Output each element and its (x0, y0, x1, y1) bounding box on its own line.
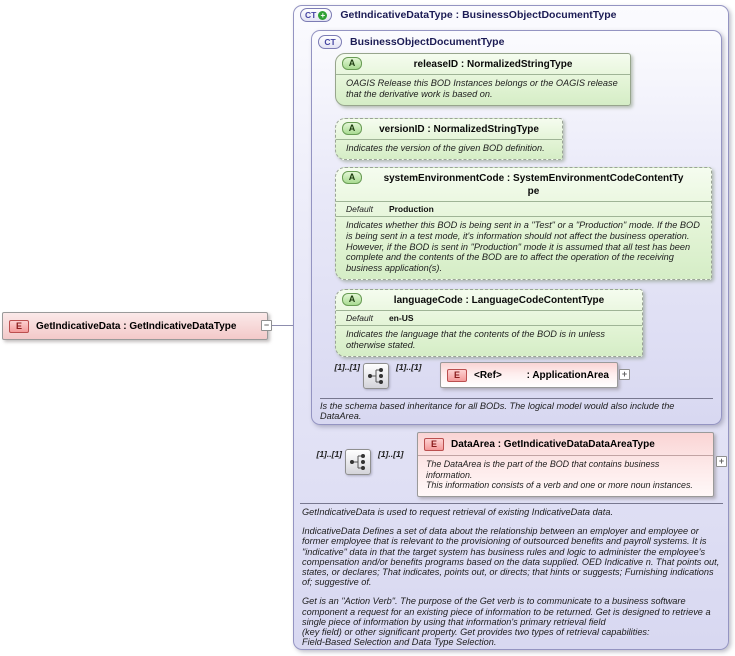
extension-plus-icon: + (318, 10, 328, 20)
attribute-doc: OAGIS Release this BOD Instances belongs… (346, 78, 618, 99)
base-type-doc-separator (320, 398, 713, 399)
attribute-icon: A (342, 293, 362, 306)
applicationarea-ref-box[interactable]: E <Ref> : ApplicationArea (440, 362, 618, 388)
default-value: Production (388, 204, 434, 214)
collapse-toggle[interactable]: − (261, 320, 272, 331)
attribute-doc: Indicates whether this BOD is being sent… (346, 220, 700, 274)
doc-paragraph: IndicativeData Defines a set of data abo… (302, 526, 720, 588)
element-icon: E (424, 438, 444, 451)
attribute-doc: Indicates the language that the contents… (346, 329, 605, 350)
sequence-icon[interactable] (363, 363, 389, 389)
cardinality-label: [1]..[1] (316, 449, 343, 459)
doc-paragraph: GetIndicativeData is used to request ret… (302, 507, 614, 517)
expand-toggle-dataarea[interactable]: + (716, 456, 727, 467)
sequence-glyph (350, 454, 365, 470)
complex-type-icon: CT (318, 35, 342, 49)
cardinality-label: [1]..[1] (396, 362, 422, 372)
default-value: en-US (388, 313, 414, 323)
connector-root-to-type (272, 325, 293, 326)
doc-paragraph: Get is an "Action Verb". The purpose of … (302, 596, 711, 648)
dataarea-title: DataArea : GetIndicativeDataDataAreaType (451, 439, 655, 450)
main-type-docs: GetIndicativeData is used to request ret… (302, 507, 723, 656)
expand-toggle-applicationarea[interactable]: + (619, 369, 630, 380)
default-label: Default (346, 313, 373, 323)
base-type-title: BusinessObjectDocumentType (350, 36, 505, 48)
dataarea-header: E DataArea : GetIndicativeDataDataAreaTy… (418, 433, 713, 456)
attribute-default-row: Default en-US (336, 311, 642, 326)
ct-label: CT (324, 37, 336, 47)
attribute-doc: Indicates the version of the given BOD d… (346, 143, 545, 153)
cardinality-label: [1]..[1] (334, 362, 361, 372)
attribute-icon: A (342, 57, 362, 70)
dataarea-element-box[interactable]: E DataArea : GetIndicativeDataDataAreaTy… (417, 432, 714, 497)
main-type-doc-separator (300, 503, 723, 504)
sequence-icon[interactable] (345, 449, 371, 475)
main-type-title: GetIndicativeDataType : BusinessObjectDo… (340, 9, 617, 21)
complex-type-extension-icon: CT + (300, 8, 333, 22)
attribute-default-row: Default Production (336, 202, 711, 217)
base-type-header: CT BusinessObjectDocumentType (318, 35, 504, 49)
root-element-box[interactable]: E GetIndicativeData : GetIndicativeDataT… (2, 312, 268, 340)
ref-element-type: : ApplicationArea (526, 369, 609, 381)
ref-element-name: <Ref> (474, 369, 502, 381)
default-label: Default (346, 204, 373, 214)
attribute-icon: A (342, 122, 362, 135)
sequence-glyph (368, 368, 383, 384)
element-icon: E (447, 368, 467, 382)
dataarea-doc: The DataArea is the part of the BOD that… (426, 459, 693, 490)
base-type-doc: Is the schema based inheritance for all … (320, 401, 675, 422)
root-element-label: GetIndicativeData : GetIndicativeDataTyp… (36, 320, 237, 332)
main-type-header: CT + GetIndicativeDataType : BusinessObj… (300, 8, 617, 22)
ct-label: CT (305, 10, 317, 20)
element-icon: E (9, 319, 29, 333)
attribute-icon: A (342, 171, 362, 184)
cardinality-label: [1]..[1] (378, 449, 404, 459)
